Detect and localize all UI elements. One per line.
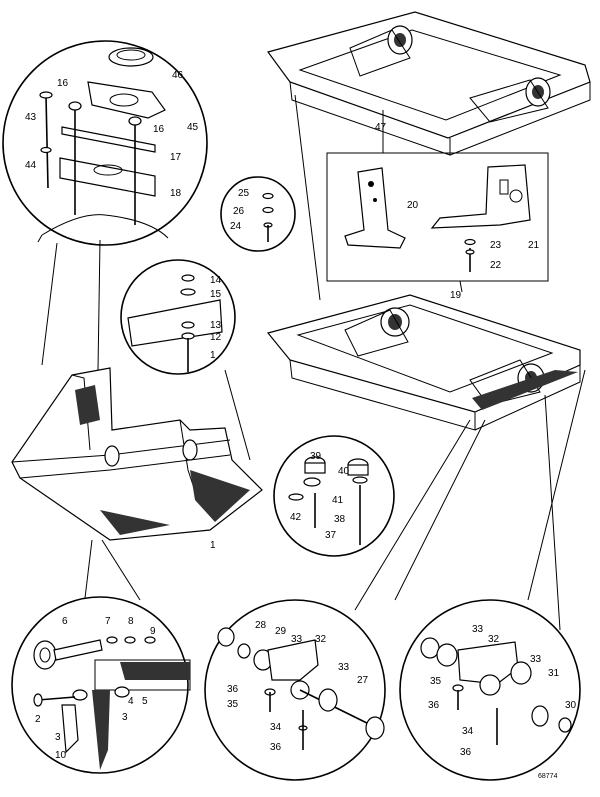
callout-32a: 32 <box>315 634 327 645</box>
callout-31a: 31 <box>548 668 560 679</box>
callout-labels: 46 16 45 43 16 17 44 18 25 26 24 47 20 2… <box>25 70 577 780</box>
callout-21: 21 <box>528 240 540 251</box>
detail-circle-bushes <box>273 435 395 557</box>
callout-8: 8 <box>128 616 134 627</box>
callout-16a: 16 <box>57 78 69 89</box>
callout-44: 44 <box>25 160 37 171</box>
callout-22: 22 <box>490 260 502 271</box>
callout-39: 39 <box>310 451 322 462</box>
callout-40: 40 <box>338 466 350 477</box>
callout-27: 27 <box>357 675 369 686</box>
callout-32b: 32 <box>488 634 500 645</box>
callout-34b: 34 <box>462 726 474 737</box>
callout-35a: 35 <box>227 699 239 710</box>
detail-circle-bolt-24 <box>220 176 296 252</box>
callout-46: 46 <box>172 70 184 81</box>
callout-18: 18 <box>170 188 182 199</box>
callout-5: 5 <box>142 696 148 707</box>
callout-34a: 34 <box>270 722 282 733</box>
callout-25: 25 <box>238 188 250 199</box>
callout-30: 30 <box>565 700 577 711</box>
callout-24: 24 <box>230 221 242 232</box>
callout-43: 43 <box>25 112 37 123</box>
callout-15: 15 <box>210 289 222 300</box>
callout-20: 20 <box>407 200 419 211</box>
callout-3: 3 <box>55 732 61 743</box>
callout-33d: 33 <box>530 654 542 665</box>
bracket-box <box>326 152 549 282</box>
detail-circle-engine-mount <box>2 40 208 246</box>
callout-35b: 35 <box>430 676 442 687</box>
detail-circle-fixing <box>120 259 236 375</box>
callout-36a: 36 <box>227 684 239 695</box>
callout-23: 23 <box>490 240 502 251</box>
callout-14: 14 <box>210 275 222 286</box>
callout-41: 41 <box>332 495 344 506</box>
detail-circle-rear-mount-alt <box>399 599 581 781</box>
callout-36d: 36 <box>460 747 472 758</box>
callout-47: 47 <box>375 122 387 133</box>
callout-37: 37 <box>325 530 337 541</box>
callout-33b: 33 <box>338 662 350 673</box>
callout-19: 19 <box>450 290 462 301</box>
leader-lines <box>41 94 586 631</box>
callout-10: 10 <box>55 750 67 761</box>
callout-4: 4 <box>128 696 134 707</box>
callout-42: 42 <box>290 512 302 523</box>
detail-circle-tie-bar <box>11 596 191 774</box>
callout-3b: 3 <box>122 712 128 723</box>
callout-28: 28 <box>255 620 267 631</box>
callout-7: 7 <box>105 616 111 627</box>
callout-1: 1 <box>210 350 216 361</box>
callout-17: 17 <box>170 152 182 163</box>
callout-16b: 16 <box>153 124 165 135</box>
callout-2: 2 <box>35 714 41 725</box>
callout-36b: 36 <box>270 742 282 753</box>
callout-6: 6 <box>62 616 68 627</box>
callout-1b: 1 <box>210 540 216 551</box>
callout-45: 45 <box>187 122 199 133</box>
subframe-main <box>266 294 581 431</box>
figure-reference: 68774 <box>538 773 558 780</box>
callout-9: 9 <box>150 626 156 637</box>
callout-26: 26 <box>233 206 245 217</box>
crossmember <box>11 367 263 541</box>
detail-circle-rear-mount <box>204 599 386 781</box>
callout-38: 38 <box>334 514 346 525</box>
callout-12: 12 <box>210 332 222 343</box>
callout-36c: 36 <box>428 700 440 711</box>
callout-29: 29 <box>275 626 287 637</box>
subframe-top <box>266 11 591 156</box>
callout-33a: 33 <box>291 634 303 645</box>
callout-33c: 33 <box>472 624 484 635</box>
callout-13: 13 <box>210 320 222 331</box>
